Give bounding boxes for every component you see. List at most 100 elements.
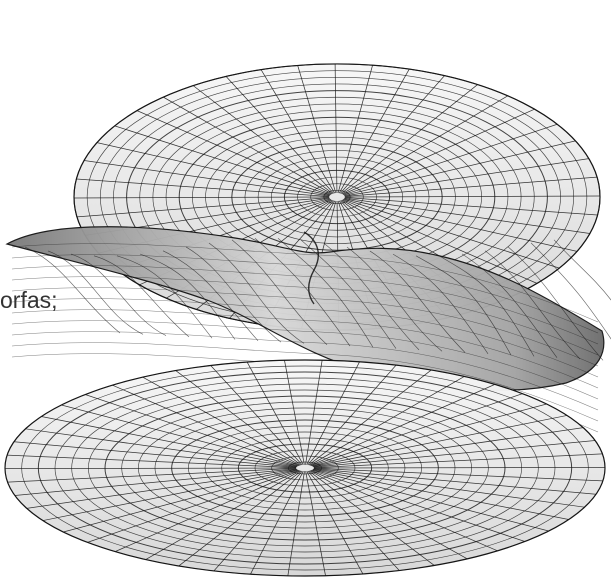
sheet-top-spoke xyxy=(344,140,576,196)
sheet-top-spoke xyxy=(163,96,332,195)
sheet-bottom-spoke xyxy=(309,470,468,560)
sheet-top-spoke xyxy=(260,69,336,194)
sheet-bottom-spoke xyxy=(306,470,364,575)
sheet-bottom-ring xyxy=(21,365,589,571)
sheet-bottom-ring xyxy=(54,377,556,559)
middle-sheet-contour xyxy=(11,243,599,323)
sheet-bottom-spoke xyxy=(7,454,297,468)
sheet-bottom-spoke xyxy=(305,360,323,465)
middle-sheet-mesh-line xyxy=(553,239,611,301)
sheet-bottom-spoke xyxy=(311,469,525,542)
sheet-bottom-spoke xyxy=(284,360,305,465)
sheet-bottom-spoke xyxy=(313,468,585,508)
sheet-top-ring xyxy=(231,143,443,251)
sheet-bottom-spoke xyxy=(312,403,547,467)
sheet-top-spoke xyxy=(342,199,538,284)
sheet-top-spoke xyxy=(96,142,330,196)
middle-sheet-contour xyxy=(11,254,599,334)
middle-sheet-mesh-line xyxy=(300,239,397,349)
sheet-bottom-ring xyxy=(71,383,539,553)
sheet-top-spoke xyxy=(84,160,330,197)
middle-sheet-mesh-line xyxy=(254,237,351,347)
sheet-bottom-spoke xyxy=(305,471,326,576)
sheet-top-spoke xyxy=(343,123,558,196)
middle-sheet-contour xyxy=(11,287,599,367)
sheet-top-spoke xyxy=(341,95,508,195)
sheet-bottom-spoke xyxy=(5,467,297,469)
sheet-top-spoke xyxy=(344,176,598,197)
middle-sheet-mesh-line xyxy=(323,242,420,351)
sheet-bottom-spoke xyxy=(210,365,303,466)
sheet-bottom-spoke xyxy=(87,469,299,543)
middle-sheet-mesh-line xyxy=(24,246,121,334)
sheet-bottom-spoke xyxy=(114,470,300,552)
sheet-bottom-spoke xyxy=(178,470,302,567)
sheet-top-spoke xyxy=(338,68,410,194)
sheet-bottom-spoke xyxy=(308,369,432,466)
sheet-top-spoke xyxy=(297,65,337,194)
middle-sheet-contour xyxy=(11,276,599,356)
sheet-top-spoke xyxy=(339,75,445,194)
sheet-bottom-spoke xyxy=(307,470,400,571)
sheet-bottom-spoke xyxy=(312,415,568,467)
sheet-bottom-spoke xyxy=(306,361,360,465)
middle-sheet-mesh-line xyxy=(208,242,305,344)
middle-sheet-contour xyxy=(11,342,599,422)
sheet-bottom-spoke xyxy=(287,471,305,576)
sheet-bottom-spoke xyxy=(85,394,299,467)
sheet-bottom-spoke xyxy=(14,468,297,496)
sheet-bottom-spoke xyxy=(246,361,304,466)
middle-sheet-mesh-line xyxy=(530,242,611,340)
sheet-bottom-spoke xyxy=(142,376,301,466)
sheet-top-spoke xyxy=(344,197,598,216)
sheet-bottom-ring xyxy=(4,359,606,577)
sheet-bottom-spoke xyxy=(307,364,397,466)
lower-surface-sheet xyxy=(4,359,606,577)
sheet-top-spoke xyxy=(344,197,590,234)
sheet-bottom-spoke xyxy=(63,469,298,533)
middle-sheet-mesh-line xyxy=(484,250,581,360)
sheet-bottom-spoke xyxy=(311,393,523,467)
sheet-bottom-spoke xyxy=(313,440,596,468)
middle-sheet-mesh-line xyxy=(139,253,236,340)
middle-sheet-mesh-line xyxy=(93,255,190,338)
sheet-bottom-outline xyxy=(4,359,606,577)
sheet-bottom-spoke xyxy=(26,468,297,509)
sheet-top-spoke xyxy=(225,76,334,194)
sheet-bottom-ring xyxy=(104,395,506,541)
middle-sheet-mesh-line xyxy=(392,253,489,354)
sheet-top-spoke xyxy=(74,196,330,199)
sheet-bottom-spoke xyxy=(42,469,298,521)
sheet-bottom-spoke xyxy=(41,416,298,467)
sheet-bottom-spoke xyxy=(7,468,297,483)
sheet-bottom-spoke xyxy=(313,453,603,468)
middle-sheet-mesh-line xyxy=(185,246,282,343)
sheet-bottom-spoke xyxy=(313,427,584,468)
sheet-top-spoke xyxy=(114,125,331,196)
middle-sheet-mesh-line xyxy=(70,253,167,336)
sheet-bottom-spoke xyxy=(112,384,300,466)
sheet-top-spoke xyxy=(337,65,373,194)
middle-sheet-contour xyxy=(11,298,599,378)
sheet-bottom-spoke xyxy=(310,384,496,466)
sheet-top-spoke xyxy=(344,158,589,197)
sheet-bottom-ring xyxy=(88,389,522,547)
sheet-bottom-spoke xyxy=(313,467,605,469)
middle-sheet-mesh-line xyxy=(438,255,535,357)
sheet-bottom-spoke xyxy=(312,469,569,520)
sheet-top-spoke xyxy=(344,198,578,252)
middle-sheet-contour xyxy=(11,320,599,400)
sheet-bottom-spoke xyxy=(175,370,302,466)
middle-sheet-mesh-line xyxy=(47,250,144,335)
caption-text-fragment: orfas; xyxy=(0,287,58,313)
sheet-bottom-spoke xyxy=(145,470,301,560)
sheet-top-spoke xyxy=(342,108,535,195)
sheet-top-spoke xyxy=(76,197,330,218)
sheet-bottom-spoke xyxy=(312,469,549,532)
middle-sheet-mesh-line xyxy=(116,255,213,339)
middle-sheet-shape xyxy=(5,226,605,391)
middle-sheet-contour xyxy=(11,331,599,411)
sheet-bottom-spoke xyxy=(313,468,603,482)
sheet-bottom-spoke xyxy=(308,470,435,566)
